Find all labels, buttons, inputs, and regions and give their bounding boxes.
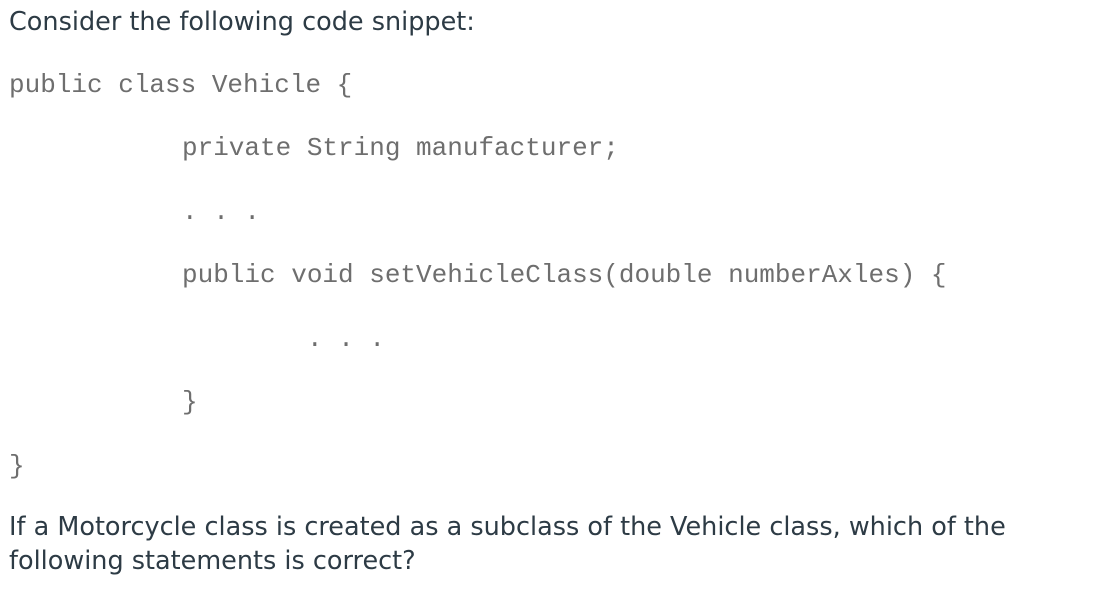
code-line-class-declaration: public class Vehicle {	[9, 70, 353, 100]
code-line-method-body-ellipsis: . . .	[307, 324, 386, 354]
question-line-1: If a Motorcycle class is created as a su…	[9, 512, 1006, 542]
question-line-2: following statements is correct?	[9, 546, 416, 576]
code-line-ellipsis: . . .	[182, 197, 261, 227]
code-line-field: private String manufacturer;	[182, 133, 619, 163]
intro-text: Consider the following code snippet:	[9, 7, 475, 37]
question-text: If a Motorcycle class is created as a su…	[9, 510, 1006, 578]
code-line-method-close: }	[182, 387, 198, 417]
code-line-class-close: }	[9, 451, 25, 481]
code-line-method-declaration: public void setVehicleClass(double numbe…	[182, 260, 947, 290]
